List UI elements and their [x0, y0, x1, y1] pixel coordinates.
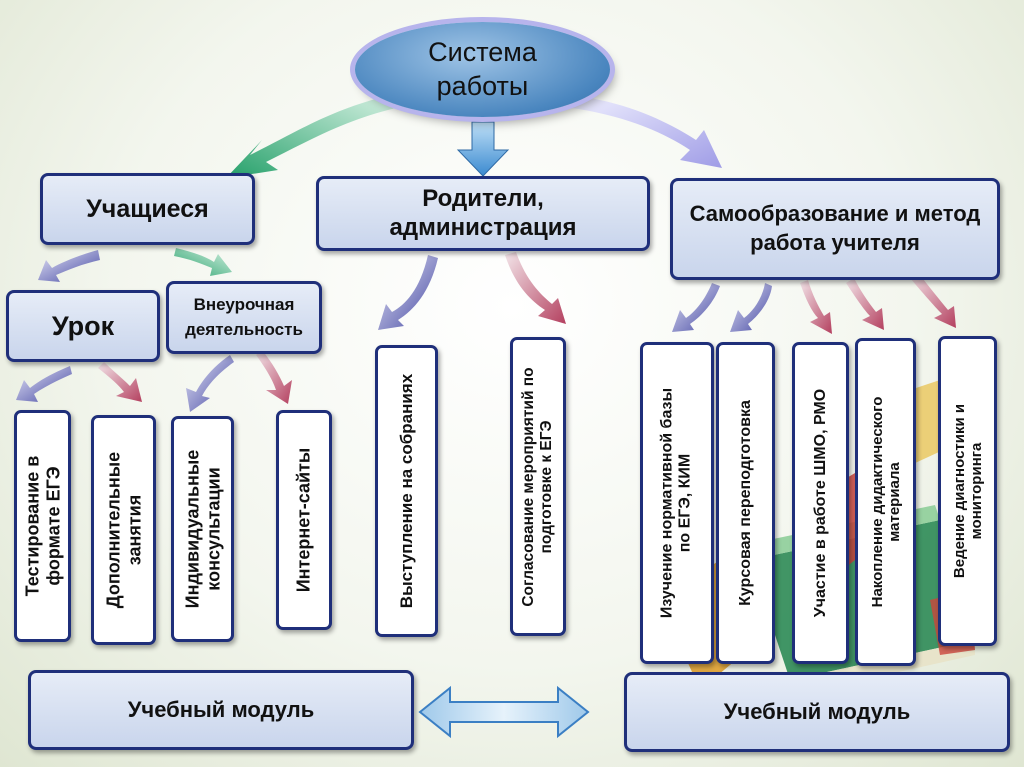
students-box: Учащиеся	[40, 173, 255, 245]
item-meetings-text: Выступление на собраниях	[396, 373, 416, 609]
self-education-box: Самообразование и метод работа учителя	[670, 178, 1000, 280]
module-right-label: Учебный модуль	[723, 699, 911, 724]
module-right: Учебный модуль	[624, 672, 1010, 752]
module-left-label: Учебный модуль	[127, 697, 315, 722]
item-diagnostics: Ведение диагностики и мониторинга	[938, 336, 997, 646]
parents-label: Родители, администрация	[389, 184, 577, 241]
item-individual-text: Индивидуальные консультации	[181, 449, 223, 609]
parents-box: Родители, администрация	[316, 176, 650, 251]
extracurricular-label: Внеурочная деятельность	[185, 294, 303, 339]
item-shmo: Участие в работе ШМО, РМО	[792, 342, 849, 664]
lesson-label: Урок	[51, 310, 115, 341]
item-meetings: Выступление на собраниях	[375, 345, 438, 637]
item-internet: Интернет-сайты	[276, 410, 332, 630]
title-oval: Система работы	[355, 22, 610, 117]
item-additional-text: Дополнительные занятия	[102, 451, 144, 609]
self-education-label: Самообразование и метод работа учителя	[689, 201, 981, 255]
item-coordination-text: Согласование мероприятий по подготовке к…	[520, 366, 555, 607]
item-individual: Индивидуальные консультации	[171, 416, 234, 642]
title-text: Система работы	[428, 36, 537, 101]
item-courses-text: Курсовая переподготовка	[736, 400, 754, 606]
extracurricular-box: Внеурочная деятельность	[166, 281, 322, 354]
item-additional: Дополнительные занятия	[91, 415, 156, 645]
module-left: Учебный модуль	[28, 670, 414, 750]
item-testing: Тестирование в формате ЕГЭ	[14, 410, 71, 642]
item-courses: Курсовая переподготовка	[716, 342, 775, 664]
item-didactic: Накопление дидактического материала	[855, 338, 916, 666]
item-internet-text: Интернет-сайты	[293, 447, 314, 593]
lesson-box: Урок	[6, 290, 160, 362]
item-shmo-text: Участие в работе ШМО, РМО	[811, 388, 829, 618]
item-coordination: Согласование мероприятий по подготовке к…	[510, 337, 566, 636]
item-testing-text: Тестирование в формате ЕГЭ	[21, 455, 63, 597]
item-didactic-text: Накопление дидактического материала	[868, 396, 903, 608]
item-normative: Изучение нормативной базы по ЕГЭ, КИМ	[640, 342, 714, 664]
item-diagnostics-text: Ведение диагностики и мониторинга	[950, 403, 985, 579]
item-normative-text: Изучение нормативной базы по ЕГЭ, КИМ	[658, 387, 694, 619]
students-label: Учащиеся	[86, 194, 209, 223]
